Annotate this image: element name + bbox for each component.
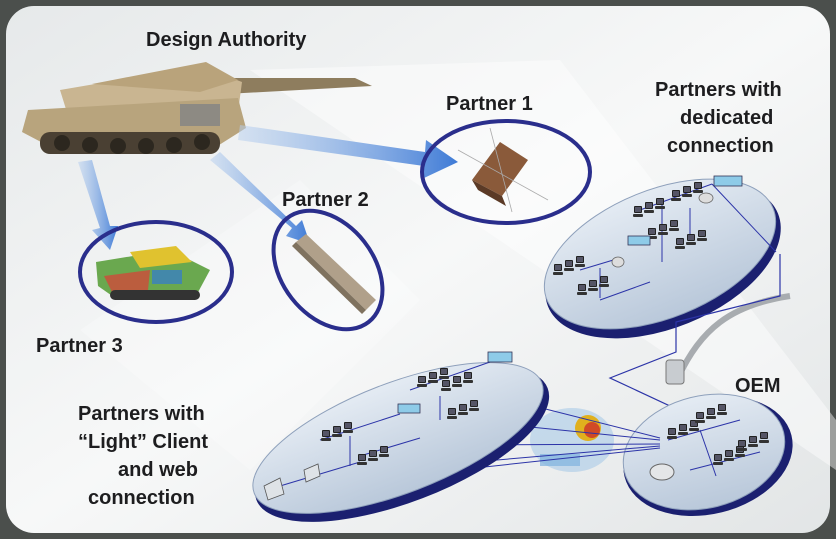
web-globe-icon (530, 408, 614, 472)
partner2-ring (271, 208, 385, 332)
network-cable-icon (665, 293, 791, 385)
partner3-label: Partner 3 (36, 335, 123, 357)
partner1-label: Partner 1 (446, 93, 533, 115)
oem-label: OEM (735, 375, 781, 397)
light-client-network-platform (252, 351, 550, 522)
arrow-to-partner1 (238, 125, 458, 178)
dedicated-label-line1: Partners with (655, 79, 782, 101)
light-label-line2: “Light” Client (78, 431, 208, 453)
arrow-to-partner3 (78, 160, 118, 250)
light-label-line1: Partners with (78, 403, 205, 425)
dedicated-label-line3: connection (667, 135, 774, 157)
dedicated-to-oem-link (608, 254, 781, 421)
oem-network-platform (622, 393, 793, 516)
dedicated-label-line2: dedicated (680, 107, 773, 129)
dedicated-network-platform (543, 175, 781, 339)
partner1-ring (420, 119, 592, 225)
light-label-line3: and web (118, 459, 198, 481)
light-streak (250, 60, 836, 470)
partner2-label: Partner 2 (282, 189, 369, 211)
partner3-ring (78, 220, 234, 324)
partner1-part-icon (457, 127, 549, 213)
partner2-beam-icon (292, 234, 376, 314)
partner3-vehicle-icon (96, 246, 210, 300)
design-authority-label: Design Authority (146, 29, 307, 51)
design-authority-tank-icon (22, 62, 372, 154)
light-label-line4: connection (88, 487, 195, 509)
